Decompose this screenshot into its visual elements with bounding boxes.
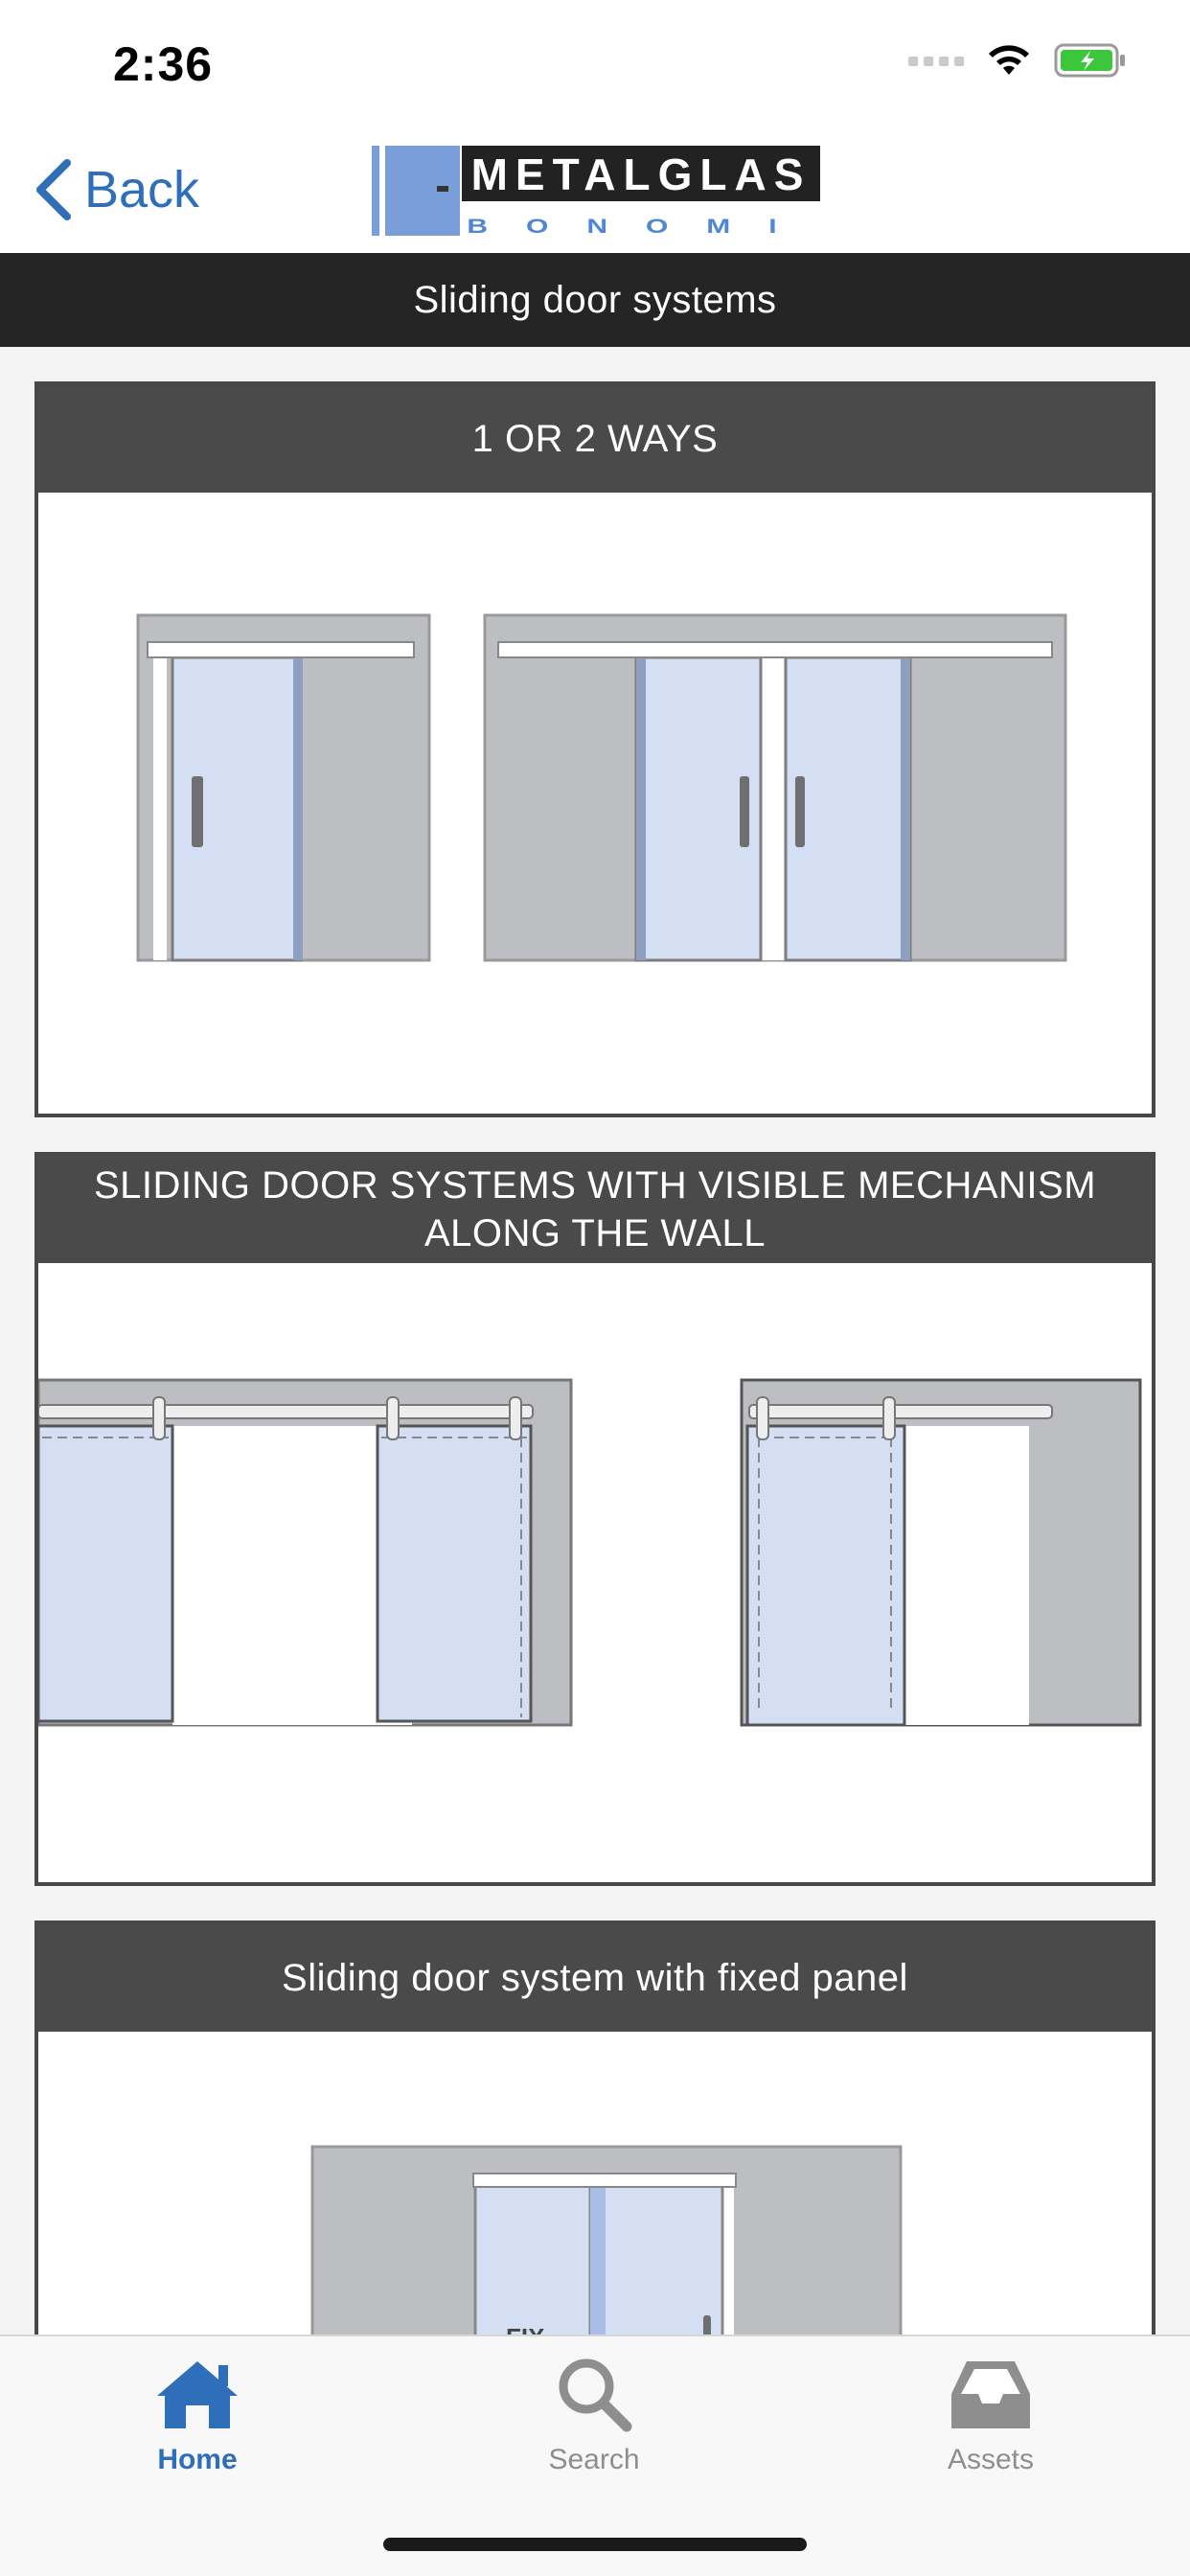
card-diagram <box>38 493 1152 1114</box>
back-label: Back <box>84 161 200 218</box>
home-indicator[interactable] <box>383 2538 807 2551</box>
status-icons <box>908 42 1127 79</box>
search-icon <box>559 2358 632 2432</box>
status-bar: 2:36 <box>0 0 1190 126</box>
tab-search-label: Search <box>548 2444 640 2475</box>
svg-text:BONOMI: BONOMI <box>467 216 814 236</box>
card-one-or-two-ways[interactable]: 1 OR 2 WAYS <box>34 381 1156 1117</box>
tab-assets-label: Assets <box>947 2444 1035 2475</box>
card-title: Sliding door system with fixed panel <box>38 1924 1152 2032</box>
metalglas-bonomi-logo: METALGLAS BONOMI <box>372 146 822 241</box>
tab-home-label: Home <box>157 2444 238 2475</box>
home-icon <box>157 2361 238 2428</box>
card-diagram <box>38 1263 1152 1882</box>
tab-assets[interactable]: Assets <box>876 2356 1106 2476</box>
card-title: 1 OR 2 WAYS <box>38 385 1152 493</box>
chevron-left-icon <box>36 159 71 220</box>
navigation-bar: Back METALGLAS BONOMI <box>0 126 1190 253</box>
wifi-icon <box>989 45 1029 75</box>
battery-charging-icon <box>1054 43 1125 78</box>
card-visible-mechanism[interactable]: SLIDING DOOR SYSTEMS WITH VISIBLE MECHAN… <box>34 1152 1156 1886</box>
visible-mechanism-diagram <box>38 1378 1142 1727</box>
svg-text:METALGLAS: METALGLAS <box>471 150 812 199</box>
inbox-icon <box>951 2361 1030 2428</box>
section-title: Sliding door systems <box>0 253 1190 347</box>
signal-icon <box>908 57 964 66</box>
status-time: 2:36 <box>113 37 214 91</box>
tab-home[interactable]: Home <box>82 2356 312 2476</box>
back-button[interactable]: Back <box>34 155 199 224</box>
tab-bar: Home Search Assets <box>0 2334 1190 2576</box>
card-title: SLIDING DOOR SYSTEMS WITH VISIBLE MECHAN… <box>38 1156 1152 1263</box>
sliding-door-diagram <box>136 613 1067 962</box>
tab-search[interactable]: Search <box>479 2356 709 2476</box>
